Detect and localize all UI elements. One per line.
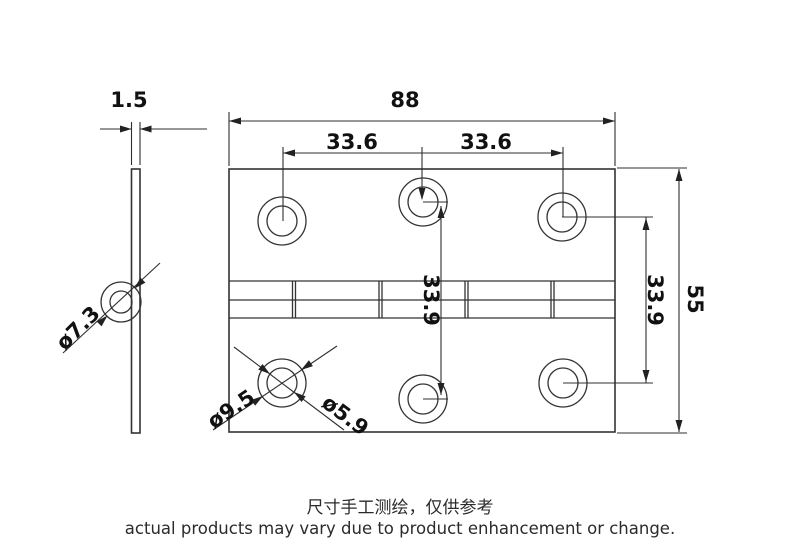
hole-spacing-vertical-middle-dimension: 33.9 [419, 201, 448, 400]
width-dimension: 88 [228, 88, 616, 166]
screw-hole-outer [257, 358, 307, 408]
height-label: 55 [683, 284, 707, 313]
arrowhead [301, 360, 313, 370]
height-dimension: 55 [617, 167, 707, 434]
footer-note-zh: 尺寸手工测绘，仅供参考 [306, 498, 494, 518]
pin-diameter-dimension: ø7.3 [51, 262, 161, 355]
arrowhead [675, 169, 683, 181]
hole-spacing-left-label: 33.6 [326, 130, 378, 154]
screw-hole-inner [266, 367, 298, 399]
leader-line [62, 262, 161, 354]
arrowhead [120, 125, 132, 133]
hole-spacing-right-label: 33.6 [460, 130, 512, 154]
arrowhead [642, 370, 650, 382]
pin-hole-inner-circle [109, 290, 133, 314]
side-view: 1.5 ø7.3 [51, 88, 207, 434]
countersink-diameter-dimension: ø9.5 [203, 345, 338, 434]
screw-hole-inner [266, 205, 298, 237]
arrowhead [229, 117, 241, 125]
hole-spacing-vertical-right-label: 33.9 [643, 274, 667, 326]
footer-note-en: actual products may vary due to product … [124, 519, 676, 538]
hole-spacing-vertical-middle-label: 33.9 [419, 274, 443, 326]
arrowhead [551, 149, 563, 157]
countersink-diameter-label: ø9.5 [203, 385, 259, 434]
through-hole-diameter-label: ø5.9 [317, 390, 373, 440]
arrowhead [675, 420, 683, 432]
arrowhead [258, 364, 270, 374]
screw-holes [257, 177, 588, 424]
arrowhead [437, 383, 445, 395]
arrowhead [418, 188, 426, 200]
pin-hole-outer-circle [100, 281, 142, 323]
arrowhead [140, 125, 152, 133]
hinge-knuckle-band [229, 280, 615, 319]
arrowhead [603, 117, 615, 125]
thickness-dimension: 1.5 [100, 88, 207, 165]
front-view: 88 33.6 33.6 33.9 [203, 88, 707, 441]
screw-hole-outer [257, 196, 307, 246]
hole-spacing-horizontal-dimension: 33.6 33.6 [282, 130, 564, 221]
arrowhead [283, 149, 295, 157]
thickness-label: 1.5 [110, 88, 147, 112]
pin-hole [100, 281, 142, 323]
width-label: 88 [390, 88, 419, 112]
leader-line [212, 345, 338, 431]
arrowhead [251, 396, 263, 406]
side-view-plate [130, 168, 141, 434]
arrowhead [294, 392, 306, 402]
arrowhead [437, 206, 445, 218]
arrowhead [134, 277, 146, 289]
pin-diameter-label: ø7.3 [51, 301, 104, 354]
arrowhead [642, 218, 650, 230]
arrowhead [96, 315, 108, 327]
hole-spacing-vertical-right-dimension: 33.9 [562, 216, 667, 384]
leader-line [233, 346, 345, 431]
